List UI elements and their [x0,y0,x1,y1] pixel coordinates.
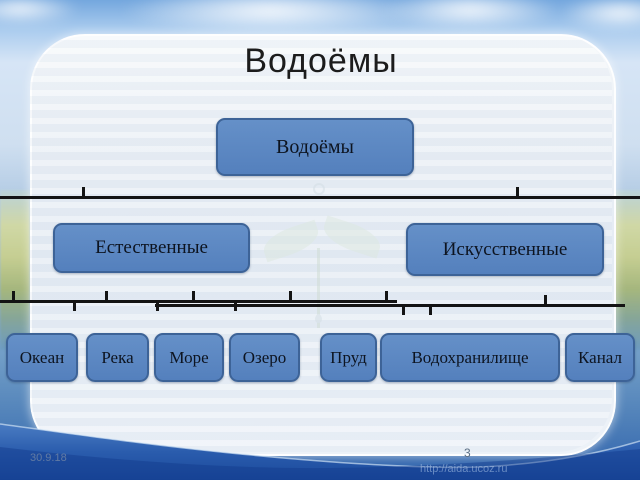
connector-tick [82,187,85,197]
connector-line-artificial [155,304,625,307]
connector-tick [289,291,292,301]
shore-left [0,190,30,350]
node-label: Море [169,347,209,367]
cloud [380,0,560,30]
connector-tick [105,291,108,301]
node-canal[interactable]: Канал [565,333,635,382]
connector-tick [516,187,519,197]
node-label: Водохранилище [411,347,529,367]
node-label: Пруд [330,347,367,367]
slide-date: 30.9.18 [30,452,67,464]
connector-tick [402,306,405,315]
node-ocean[interactable]: Океан [6,333,78,382]
node-sea[interactable]: Море [154,333,224,382]
node-root-vodoyomy[interactable]: Водоёмы [216,118,414,176]
node-natural[interactable]: Естественные [53,223,250,273]
node-artificial[interactable]: Искусственные [406,223,604,276]
node-label: Канал [578,347,622,367]
connector-tick [385,291,388,301]
connector-tick [544,295,547,305]
node-reservoir[interactable]: Водохранилище [380,333,560,382]
slide-page-number: 3 [464,446,471,460]
node-label: Океан [19,347,65,367]
node-label: Река [101,347,134,367]
node-label: Естественные [95,237,208,258]
connector-tick [429,306,432,315]
node-lake[interactable]: Озеро [229,333,300,382]
cloud [560,0,640,30]
connector-tick [192,291,195,301]
node-label: Водоёмы [276,135,354,158]
site-watermark-url: http://aida.ucoz.ru [420,463,508,475]
shore-right [612,190,640,350]
connector-tick [12,291,15,301]
node-river[interactable]: Река [86,333,149,382]
slide-title: Водоёмы [244,42,398,80]
connector-line-top [0,196,640,199]
cloud [120,0,420,36]
cloud [0,0,80,24]
node-label: Озеро [242,347,287,367]
node-pond[interactable]: Пруд [320,333,377,382]
connector-line-natural [0,300,397,303]
connector-tick [73,302,76,311]
node-label: Искусственные [442,238,568,260]
water-wave [0,423,640,480]
